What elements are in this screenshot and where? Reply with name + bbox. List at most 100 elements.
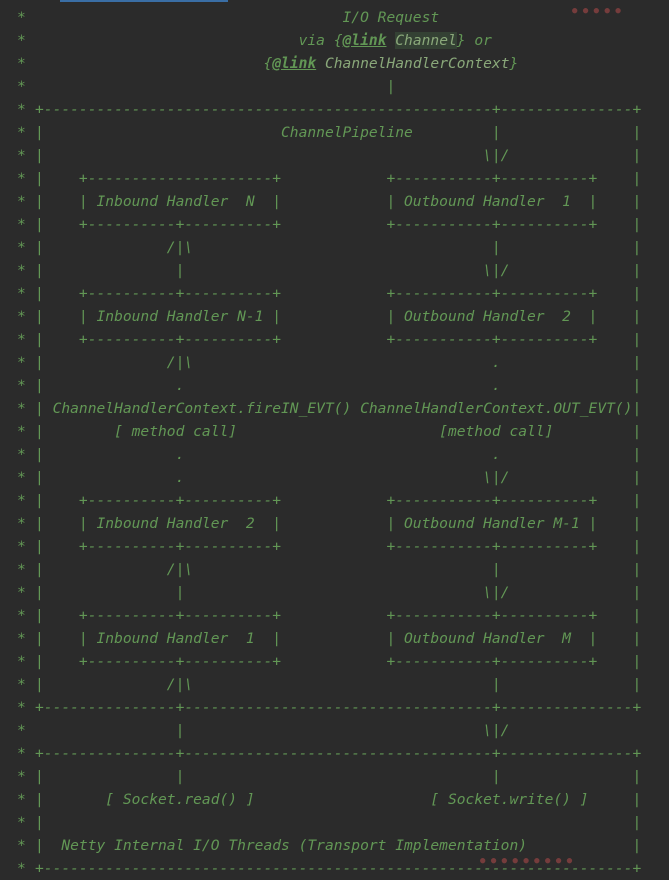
code-line: * via {@link Channel} or — [0, 29, 669, 52]
comment-prefix: * — [17, 377, 26, 394]
comment-text: | /|\ . | — [35, 354, 642, 371]
comment-text: | /|\ | | — [35, 239, 642, 256]
code-line: * +---------------+----------------------… — [0, 696, 669, 719]
comment-prefix: * — [17, 653, 26, 670]
javadoc-tag: @link — [272, 55, 317, 72]
comment-prefix: * — [17, 354, 26, 371]
comment-prefix: * — [17, 308, 26, 325]
comment-text: +---------------------------------------… — [35, 101, 642, 118]
comment-prefix: * — [17, 860, 26, 877]
comment-text: | +----------+----------+ +-----------+-… — [35, 653, 642, 670]
code-line: * | | \|/ | — [0, 259, 669, 282]
code-line: * | . . | — [0, 374, 669, 397]
code-line: * +--------------------------------------… — [0, 98, 669, 121]
comment-prefix: * — [17, 400, 26, 417]
code-line: * | \|/ — [0, 719, 669, 742]
editor-tab-indicator — [60, 0, 228, 2]
comment-prefix: * — [17, 32, 26, 49]
comment-prefix: * — [17, 607, 26, 624]
code-line: * | +----------+----------+ +-----------+… — [0, 489, 669, 512]
comment-prefix: * — [17, 469, 26, 486]
comment-text: | | \|/ | — [35, 584, 642, 601]
code-line: *| | | | — [0, 765, 669, 788]
comment-prefix: * — [17, 630, 26, 647]
code-line: * | ChannelHandlerContext.fireIN_EVT() Ch… — [0, 397, 669, 420]
code-line: *| /|\ | | — [0, 558, 669, 581]
code-line: * | . \|/ | — [0, 466, 669, 489]
code-line: * | [ Socket.read() ] [ Socket.write() ] … — [0, 788, 669, 811]
code-line: * | Netty Internal I/O Threads (Transport… — [0, 834, 669, 857]
comment-text: | +----------+----------+ +-----------+-… — [35, 538, 642, 555]
comment-prefix: * — [17, 745, 26, 762]
code-line: * | | Inbound Handler N-1 | | Outbound Ha… — [0, 305, 669, 328]
comment-prefix: * — [17, 285, 26, 302]
comment-text: +---------------+-----------------------… — [35, 745, 642, 762]
comment-prefix: * — [17, 193, 26, 210]
comment-text: | | — [35, 814, 642, 831]
code-line: *| /|\ | | — [0, 673, 669, 696]
code-line: * {@link ChannelHandlerContext} — [0, 52, 669, 75]
comment-text: {@link ChannelHandlerContext} — [35, 55, 519, 72]
code-line: * I/O Request — [0, 6, 669, 29]
watermark: ● ● ● ● ● — [572, 6, 621, 16]
comment-prefix: * — [17, 78, 26, 95]
code-line: *| +----------+----------+ +-----------+… — [0, 328, 669, 351]
comment-prefix: * — [17, 791, 26, 808]
comment-text: | Netty Internal I/O Threads (Transport … — [35, 837, 642, 854]
comment-text: | +----------+----------+ +-----------+-… — [35, 607, 642, 624]
code-line: *| ChannelPipeline | | — [0, 121, 669, 144]
comment-text: +---------------+-----------------------… — [35, 699, 642, 716]
comment-prefix: * — [17, 147, 26, 164]
comment-text: | . \|/ | — [35, 469, 642, 486]
code-line: * | | Inbound Handler 1 | | Outbound Hand… — [0, 627, 669, 650]
comment-text: | . . | — [35, 446, 642, 463]
comment-text: | +----------+----------+ +-----------+-… — [35, 216, 642, 233]
comment-prefix: * — [17, 9, 26, 26]
comment-prefix: * — [17, 768, 26, 785]
comment-prefix: * — [17, 262, 26, 279]
comment-prefix: * — [17, 515, 26, 532]
comment-prefix: * — [17, 101, 26, 118]
comment-text: | +---------------------+ +-----------+-… — [35, 170, 642, 187]
code-line: * +---------------+----------------------… — [0, 742, 669, 765]
comment-prefix: * — [17, 814, 26, 831]
code-line: * | . . | — [0, 443, 669, 466]
comment-text: | +----------+----------+ +-----------+-… — [35, 492, 642, 509]
comment-prefix: * — [17, 216, 26, 233]
comment-prefix: * — [17, 423, 26, 440]
comment-text: | | Inbound Handler 2 | | Outbound Handl… — [35, 515, 642, 532]
comment-prefix: * — [17, 538, 26, 555]
comment-text: | [ method call] [method call] | — [35, 423, 642, 440]
code-line: *| | \|/ | — [0, 581, 669, 604]
link-reference[interactable]: ChannelHandlerContext — [324, 55, 510, 72]
comment-prefix: * — [17, 676, 26, 693]
comment-text: I/O Request — [35, 9, 440, 26]
comment-text: | . . | — [35, 377, 642, 394]
code-line: *| /|\ | | — [0, 236, 669, 259]
code-line: * | +----------+----------+ +-----------+… — [0, 604, 669, 627]
comment-prefix: * — [17, 722, 26, 739]
comment-text: | +----------+----------+ +-----------+-… — [35, 331, 642, 348]
comment-text: | ChannelHandlerContext.fireIN_EVT() Cha… — [35, 400, 642, 417]
comment-text: | | \|/ | — [35, 262, 642, 279]
code-line: * | — [0, 75, 669, 98]
code-line: * | +----------+----------+ +-----------+… — [0, 650, 669, 673]
comment-text: | | Inbound Handler 1 | | Outbound Handl… — [35, 630, 642, 647]
comment-text: | +----------+----------+ +-----------+-… — [35, 285, 642, 302]
link-reference[interactable]: Channel — [395, 32, 457, 49]
comment-text: | | Inbound Handler N-1 | | Outbound Han… — [35, 308, 642, 325]
comment-text: | [ Socket.read() ] [ Socket.write() ] | — [35, 791, 642, 808]
code-line: * | +---------------------+ +-----------+… — [0, 167, 669, 190]
comment-text: | ChannelPipeline | | — [35, 124, 642, 141]
comment-prefix: * — [17, 699, 26, 716]
comment-prefix: * — [17, 446, 26, 463]
code-line: * | \|/ | — [0, 144, 669, 167]
code-line: * | [ method call] [method call] | — [0, 420, 669, 443]
code-line: * | +----------+----------+ +-----------+… — [0, 213, 669, 236]
code-line: * | +----------+----------+ +-----------+… — [0, 535, 669, 558]
comment-prefix: * — [17, 170, 26, 187]
comment-prefix: * — [17, 492, 26, 509]
comment-text: | \|/ | — [35, 147, 642, 164]
comment-prefix: * — [17, 837, 26, 854]
